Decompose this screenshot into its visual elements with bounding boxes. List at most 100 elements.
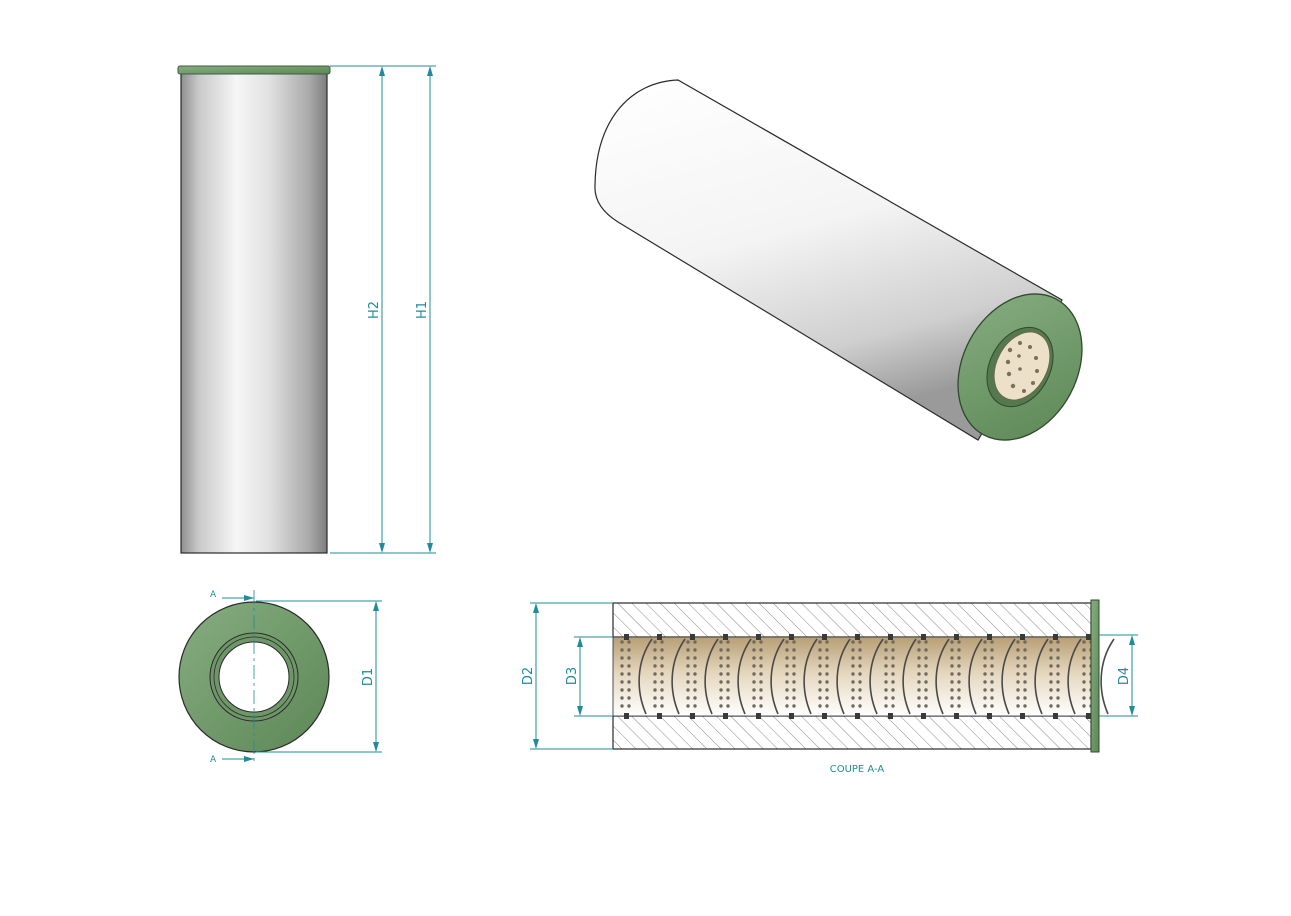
arrow-icon bbox=[244, 756, 254, 762]
spiral-wrap bbox=[737, 638, 752, 715]
perforation-hole bbox=[1082, 680, 1086, 684]
perforation-hole bbox=[719, 704, 723, 708]
perforation-hole bbox=[1023, 688, 1027, 692]
perforation-hole bbox=[686, 640, 690, 644]
perforation-hole bbox=[917, 648, 921, 652]
perforation-hole bbox=[957, 672, 961, 676]
core-rib bbox=[987, 713, 992, 719]
core-rib bbox=[1053, 634, 1058, 640]
perforation-hole bbox=[950, 648, 954, 652]
perforation-hole bbox=[851, 688, 855, 692]
perforation-hole bbox=[660, 704, 664, 708]
perforation-hole bbox=[957, 656, 961, 660]
d4-label: D4 bbox=[1117, 667, 1132, 685]
perforation-hole bbox=[719, 664, 723, 668]
core-perforations bbox=[620, 634, 1115, 719]
perforation-hole bbox=[858, 696, 862, 700]
perforation-hole bbox=[792, 696, 796, 700]
perforation-hole bbox=[693, 664, 697, 668]
core-rib bbox=[822, 713, 827, 719]
perforation-hole bbox=[1082, 672, 1086, 676]
perforation-hole bbox=[660, 696, 664, 700]
core-rib bbox=[756, 713, 761, 719]
perforation-hole bbox=[825, 688, 829, 692]
perforation-hole bbox=[990, 640, 994, 644]
perforation-hole bbox=[660, 672, 664, 676]
perforation-hole bbox=[990, 680, 994, 684]
perforation-hole bbox=[851, 640, 855, 644]
perforation-hole bbox=[917, 640, 921, 644]
core-rib bbox=[822, 634, 827, 640]
perforation-hole bbox=[957, 680, 961, 684]
perforation-hole bbox=[686, 688, 690, 692]
perforation-hole bbox=[858, 704, 862, 708]
spiral-wrap bbox=[770, 638, 785, 715]
perforation-hole bbox=[884, 696, 888, 700]
perforation-hole bbox=[825, 680, 829, 684]
perforation-hole bbox=[990, 672, 994, 676]
perforation-hole bbox=[620, 664, 624, 668]
cylinder-body bbox=[594, 79, 1063, 441]
top-end-cap bbox=[177, 65, 331, 75]
section-view: D2 D3 D4 COUPE A-A bbox=[521, 599, 1138, 775]
perforation-hole bbox=[1049, 640, 1053, 644]
perforation-hole bbox=[627, 664, 631, 668]
core-rib bbox=[888, 713, 893, 719]
core-rib bbox=[888, 634, 893, 640]
perforation-hole bbox=[884, 640, 888, 644]
perforation-hole bbox=[1056, 672, 1060, 676]
perforation-hole bbox=[1082, 696, 1086, 700]
perforation-hole bbox=[851, 696, 855, 700]
perforation-hole bbox=[627, 672, 631, 676]
perforation-hole bbox=[1016, 680, 1020, 684]
perforation-hole bbox=[792, 640, 796, 644]
perforation-hole bbox=[759, 664, 763, 668]
perforation-hole bbox=[1056, 688, 1060, 692]
perforation-hole bbox=[891, 648, 895, 652]
perforation-hole bbox=[851, 648, 855, 652]
perforation-hole bbox=[818, 672, 822, 676]
perforation-hole bbox=[950, 672, 954, 676]
perforation-hole bbox=[792, 704, 796, 708]
perforation-hole bbox=[1023, 664, 1027, 668]
perforation-hole bbox=[983, 696, 987, 700]
perforation-hole bbox=[620, 656, 624, 660]
spiral-wrap bbox=[869, 638, 884, 715]
perforation-hole bbox=[785, 664, 789, 668]
perforation-hole bbox=[858, 648, 862, 652]
perforation-hole bbox=[1049, 696, 1053, 700]
perforation-hole bbox=[858, 640, 862, 644]
perforation-hole bbox=[1023, 640, 1027, 644]
perforation-hole bbox=[693, 696, 697, 700]
perforation-hole bbox=[653, 648, 657, 652]
perforation-hole bbox=[891, 640, 895, 644]
perforation-hole bbox=[1049, 688, 1053, 692]
perforation-hole bbox=[990, 704, 994, 708]
perforation-hole bbox=[1082, 704, 1086, 708]
core-rib bbox=[624, 713, 629, 719]
perforation-hole bbox=[686, 656, 690, 660]
arrow-icon bbox=[379, 66, 385, 76]
perforation-hole bbox=[653, 696, 657, 700]
arrow-icon bbox=[379, 543, 385, 553]
perforation-hole bbox=[825, 696, 829, 700]
perforation-hole bbox=[785, 688, 789, 692]
perforation-hole bbox=[1049, 664, 1053, 668]
perforation-hole bbox=[825, 648, 829, 652]
perforation-hole bbox=[1016, 640, 1020, 644]
perforation-hole bbox=[825, 704, 829, 708]
arrow-icon bbox=[244, 595, 254, 601]
h1-label: H1 bbox=[415, 301, 430, 319]
perforation-hole bbox=[627, 680, 631, 684]
spiral-wrap bbox=[935, 638, 950, 715]
perforation-hole bbox=[1023, 680, 1027, 684]
perforation-hole bbox=[653, 640, 657, 644]
perforation-hole bbox=[891, 680, 895, 684]
perforation-hole bbox=[1049, 680, 1053, 684]
perforation-hole bbox=[818, 688, 822, 692]
perforation-hole bbox=[752, 704, 756, 708]
perforation-hole bbox=[858, 664, 862, 668]
perforation-hole bbox=[686, 664, 690, 668]
perforation-hole bbox=[1056, 704, 1060, 708]
